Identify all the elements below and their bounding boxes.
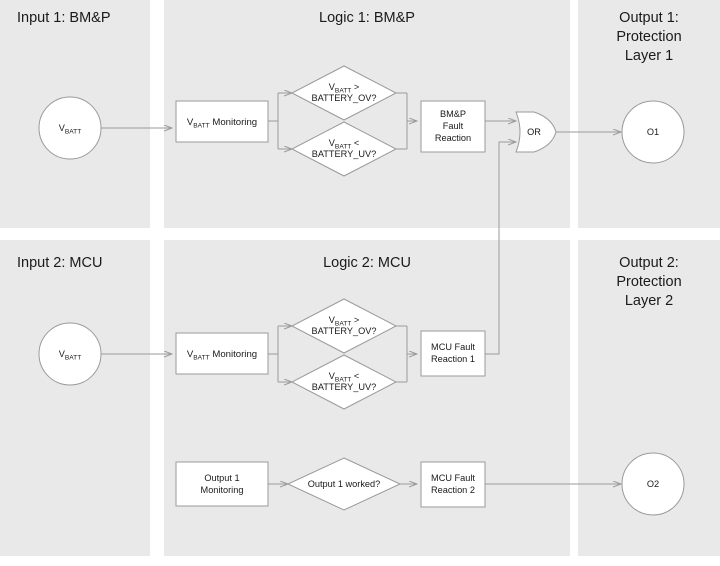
node-mcu-fault-reaction-2-line2: Reaction 2	[431, 485, 475, 495]
edge-mcu-fault1-to-or	[485, 142, 516, 355]
panel-title-output1-line3: Layer 1	[625, 48, 673, 64]
node-ov-diamond-2-line1: VBATT >	[329, 315, 359, 327]
node-uv-diamond-1[interactable]	[290, 121, 398, 177]
node-ov-diamond-1[interactable]	[290, 65, 398, 121]
node-mcu-fault-reaction-2[interactable]	[420, 461, 486, 508]
node-input1-vbatt-label: VBATT	[59, 123, 82, 135]
node-ov-diamond-1-line1: VBATT >	[329, 82, 359, 94]
node-or-gate[interactable]	[515, 111, 557, 153]
panel-title-output2-line2: Protection	[616, 274, 681, 290]
node-output1-circle[interactable]	[621, 100, 685, 164]
node-output1-worked-label: Output 1 worked?	[308, 479, 381, 489]
node-bmp-fault-reaction-line1: BM&P	[440, 109, 466, 119]
node-output1-label: O1	[647, 127, 659, 137]
panel-title-logic1: Logic 1: BM&P	[319, 10, 415, 26]
node-mcu-fault-reaction-1-line1: MCU Fault	[431, 342, 475, 352]
node-bmp-fault-reaction-line3: Reaction	[435, 133, 471, 143]
node-or-gate-label: OR	[527, 127, 541, 137]
node-output1-monitoring[interactable]	[175, 461, 269, 507]
node-vbatt-monitoring-1[interactable]	[175, 100, 269, 143]
node-output1-worked-diamond[interactable]	[286, 457, 402, 511]
node-input1-vbatt-circle[interactable]	[38, 96, 102, 160]
node-mcu-fault-reaction-2-line1: MCU Fault	[431, 473, 475, 483]
panel-title-logic2: Logic 2: MCU	[323, 255, 411, 271]
panel-title-input1: Input 1: BM&P	[17, 10, 111, 26]
node-uv-diamond-1-line2: BATTERY_UV?	[312, 149, 377, 159]
node-input2-vbatt-label: VBATT	[59, 349, 82, 361]
node-vbatt-monitoring-2[interactable]	[175, 332, 269, 375]
panel-title-output2-line1: Output 2:	[619, 255, 679, 271]
node-bmp-fault-reaction-line2: Fault	[443, 121, 464, 131]
node-vbatt-monitoring-1-label: VBATT Monitoring	[187, 117, 257, 129]
node-ov-diamond-1-line2: BATTERY_OV?	[311, 93, 376, 103]
node-output2-label: O2	[647, 479, 659, 489]
node-mcu-fault-reaction-1[interactable]	[420, 330, 486, 377]
node-output1-monitoring-line2: Monitoring	[201, 485, 244, 495]
node-uv-diamond-2[interactable]	[290, 354, 398, 410]
node-ov-diamond-2[interactable]	[290, 298, 398, 354]
panel-logic2	[164, 240, 570, 556]
node-vbatt-monitoring-2-label: VBATT Monitoring	[187, 349, 257, 361]
node-ov-diamond-2-line2: BATTERY_OV?	[311, 326, 376, 336]
node-uv-diamond-1-line1: VBATT <	[329, 138, 359, 150]
node-mcu-fault-reaction-1-line2: Reaction 1	[431, 354, 475, 364]
node-input2-vbatt-circle[interactable]	[38, 322, 102, 386]
panel-title-output1-line2: Protection	[616, 29, 681, 45]
node-output2-circle[interactable]	[621, 452, 685, 516]
node-output1-monitoring-line1: Output 1	[204, 473, 239, 483]
panel-input2	[0, 240, 150, 556]
panel-title-input2: Input 2: MCU	[17, 255, 102, 271]
node-uv-diamond-2-line2: BATTERY_UV?	[312, 382, 377, 392]
node-uv-diamond-2-line1: VBATT <	[329, 371, 359, 383]
node-bmp-fault-reaction[interactable]	[420, 100, 486, 153]
panel-title-output2-line3: Layer 2	[625, 293, 673, 309]
panel-title-output1-line1: Output 1:	[619, 10, 679, 26]
